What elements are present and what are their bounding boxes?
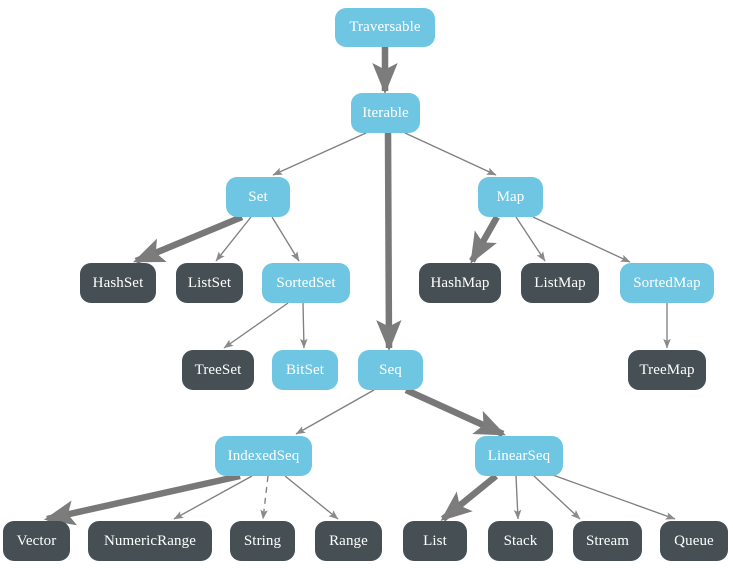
node-string[interactable]: String [230, 521, 295, 561]
node-sortedmap[interactable]: SortedMap [620, 263, 714, 303]
node-label-iterable: Iterable [362, 104, 409, 121]
node-label-vector: Vector [16, 532, 57, 549]
node-label-hashset: HashSet [92, 274, 144, 291]
node-indexedseq[interactable]: IndexedSeq [215, 436, 312, 476]
node-sortedset[interactable]: SortedSet [262, 263, 350, 303]
node-queue[interactable]: Queue [660, 521, 728, 561]
node-label-sortedset: SortedSet [276, 274, 336, 291]
node-label-numericrange: NumericRange [104, 532, 196, 549]
node-linearseq[interactable]: LinearSeq [475, 436, 563, 476]
node-traversable[interactable]: Traversable [335, 8, 435, 47]
node-treemap[interactable]: TreeMap [628, 350, 706, 390]
node-treeset[interactable]: TreeSet [182, 350, 254, 390]
node-label-string: String [243, 532, 282, 549]
node-label-linearseq: LinearSeq [487, 447, 551, 464]
node-label-treeset: TreeSet [194, 361, 242, 378]
node-label-sortedmap: SortedMap [633, 274, 701, 291]
node-label-list: List [423, 532, 447, 549]
node-vector[interactable]: Vector [3, 521, 70, 561]
node-seq[interactable]: Seq [358, 350, 423, 390]
node-label-range: Range [329, 532, 368, 549]
node-label-traversable: Traversable [349, 19, 421, 35]
node-label-stream: Stream [585, 532, 630, 549]
node-label-set: Set [248, 188, 268, 205]
node-iterable[interactable]: Iterable [351, 93, 420, 133]
node-listset[interactable]: ListSet [176, 263, 243, 303]
node-stack[interactable]: Stack [488, 521, 553, 561]
node-range[interactable]: Range [315, 521, 382, 561]
node-numericrange[interactable]: NumericRange [88, 521, 212, 561]
node-label-stack: Stack [503, 532, 538, 549]
node-label-map: Map [496, 188, 525, 205]
node-label-indexedseq: IndexedSeq [227, 447, 300, 464]
node-set[interactable]: Set [226, 177, 290, 217]
node-label-bitset: BitSet [285, 361, 325, 378]
node-stream[interactable]: Stream [573, 521, 642, 561]
node-bitset[interactable]: BitSet [272, 350, 338, 390]
node-label-seq: Seq [379, 361, 402, 378]
node-label-listset: ListSet [187, 274, 232, 291]
node-label-hashmap: HashMap [430, 274, 490, 291]
node-listmap[interactable]: ListMap [521, 263, 599, 303]
node-map[interactable]: Map [478, 177, 543, 217]
node-label-queue: Queue [674, 532, 714, 549]
node-hashset[interactable]: HashSet [80, 263, 156, 303]
node-hashmap[interactable]: HashMap [419, 263, 501, 303]
node-list[interactable]: List [403, 521, 467, 561]
node-label-treemap: TreeMap [639, 361, 695, 378]
node-label-listmap: ListMap [534, 274, 586, 291]
